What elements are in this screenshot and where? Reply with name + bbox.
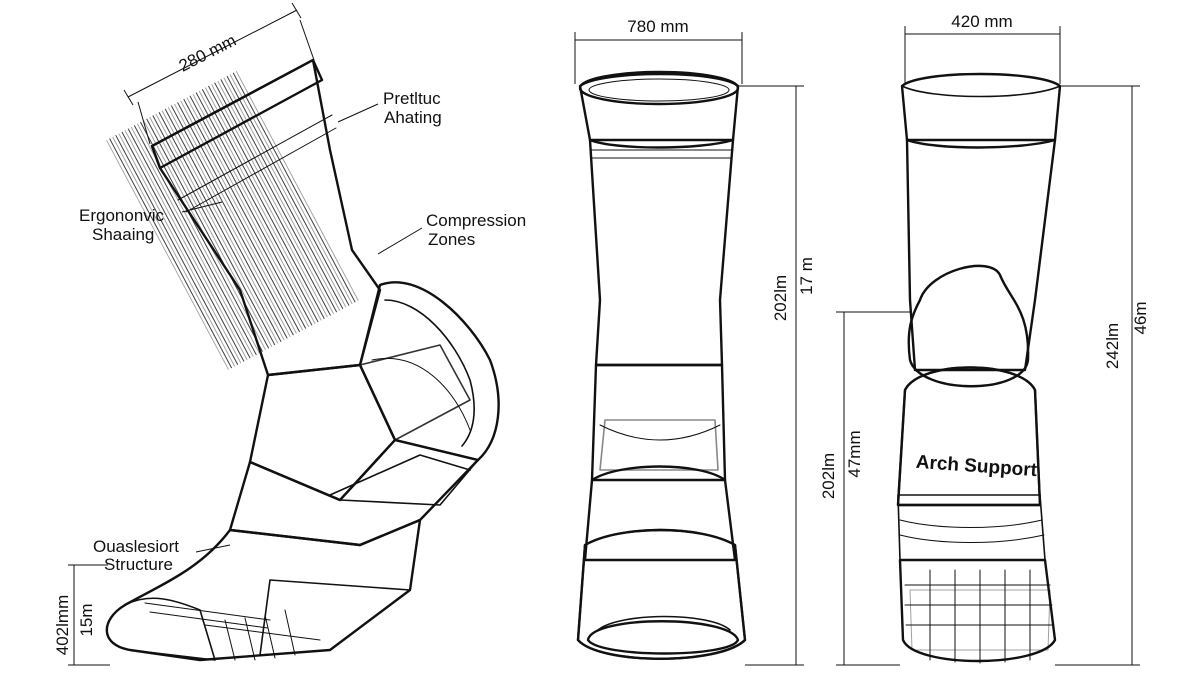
back-view-sock <box>896 72 1062 664</box>
arch-support-label: Arch Support <box>915 452 1038 481</box>
front-view-sock <box>576 70 747 660</box>
front-dimensions <box>574 32 804 666</box>
side-top-dimension-label: 280 mm <box>176 31 239 76</box>
back-left-dimension-1: 202lm <box>819 453 838 499</box>
back-heel <box>907 264 1030 388</box>
front-ankle-band <box>599 419 719 471</box>
back-right-dimension-1: 242lm <box>1103 323 1122 369</box>
callout-structure: Structure <box>104 555 173 574</box>
front-right-dimension-1: 202lm <box>771 275 790 321</box>
callout-ergononvic: Ergononvic <box>79 206 165 225</box>
front-right-dimension-2: 17 m <box>797 257 816 295</box>
front-instep <box>583 465 737 562</box>
front-toe <box>586 620 740 655</box>
front-foot <box>576 528 747 660</box>
callout-shaaing: Shaaing <box>92 225 154 244</box>
callout-compression: Compression <box>426 211 526 230</box>
front-top-dimension-label: 780 mm <box>627 17 688 36</box>
side-left-dimension-2: 15m <box>77 603 96 636</box>
back-arch <box>896 366 1042 507</box>
side-view-sock <box>105 58 500 662</box>
side-heel <box>358 281 500 462</box>
front-ankle-zone <box>590 363 727 482</box>
side-dimensions <box>68 2 315 666</box>
callout-zones: Zones <box>428 230 475 249</box>
side-compression-band <box>339 439 479 506</box>
back-top-dimension-label: 420 mm <box>951 12 1012 31</box>
callout-ouaslesiort: Ouaslesiort <box>93 537 179 556</box>
side-ankle-zone <box>248 363 397 502</box>
side-leg-rib <box>106 69 361 370</box>
back-right-dimension-2: 46m <box>1131 301 1150 334</box>
back-cuff <box>900 72 1062 149</box>
back-toe-texture <box>909 589 1051 651</box>
back-sole <box>898 558 1057 663</box>
callout-pretltuc: Pretltuc <box>383 89 441 108</box>
side-toe-box <box>106 597 216 661</box>
back-leg <box>905 138 1057 372</box>
front-cuff <box>578 72 740 149</box>
callout-ahating: Ahating <box>384 108 442 127</box>
front-leg <box>588 138 735 367</box>
side-left-dimension-1: 402lmm <box>53 595 72 655</box>
back-left-dimension-2: 47mm <box>845 430 864 477</box>
side-forefoot <box>259 579 411 656</box>
back-dimensions <box>836 26 1140 666</box>
front-opening <box>578 70 740 106</box>
side-arch-zone <box>228 438 480 547</box>
